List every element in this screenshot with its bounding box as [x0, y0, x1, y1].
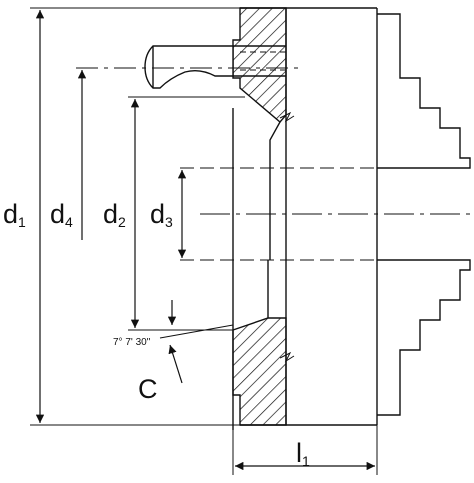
center-lines — [76, 67, 470, 261]
jaw-bottom — [377, 259, 471, 416]
label-d3: d3 — [150, 199, 173, 230]
dimension-lines — [35, 9, 375, 471]
inner-bore-profile — [267, 111, 295, 363]
label-d4: d4 — [50, 199, 73, 230]
label-l1: l1 — [296, 438, 310, 469]
label-d2: d2 — [103, 199, 126, 230]
c-leader — [168, 344, 183, 384]
label-c: C — [138, 374, 158, 404]
label-d1: d1 — [3, 199, 26, 230]
hatched-section-top — [232, 7, 287, 123]
hatched-section-bottom — [232, 317, 287, 426]
mounting-bolt — [144, 45, 286, 89]
jaw-top — [377, 13, 471, 169]
extension-lines — [30, 7, 378, 475]
labels: d1 d4 d2 d3 7° 7' 30" C l1 — [3, 199, 310, 469]
label-angle: 7° 7' 30" — [113, 337, 151, 348]
